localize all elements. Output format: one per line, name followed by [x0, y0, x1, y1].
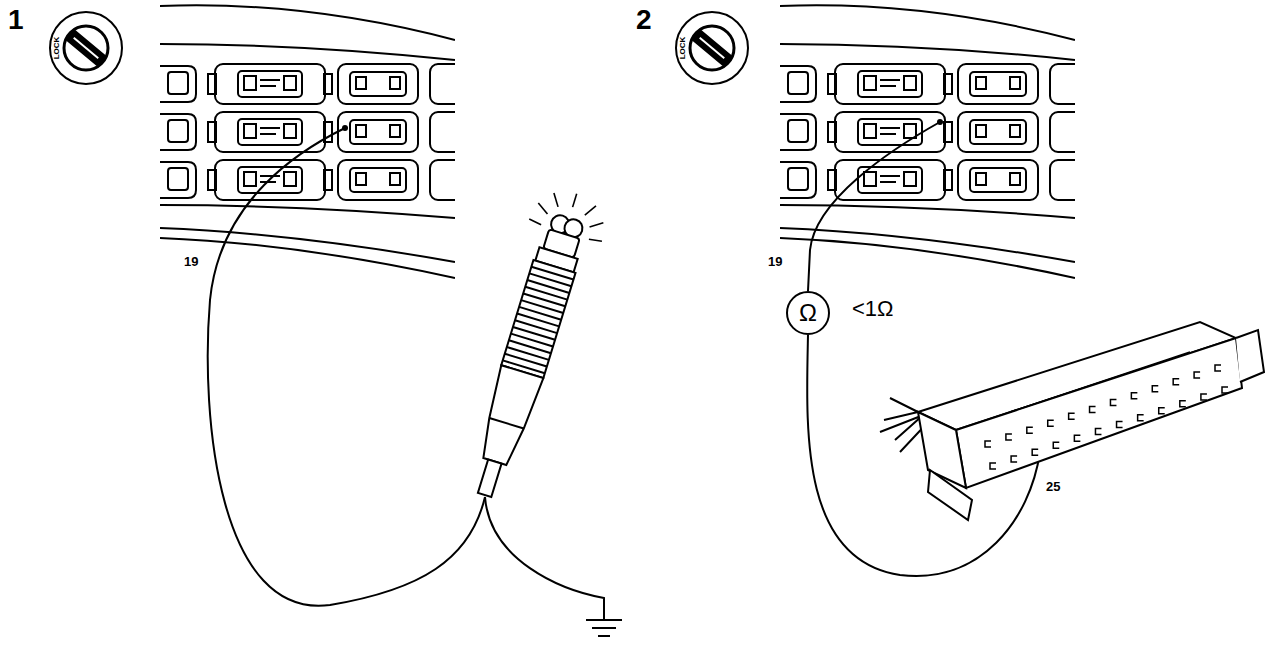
ohmmeter-symbol: Ω	[786, 291, 830, 335]
connector-pin	[1159, 408, 1165, 414]
meter-symbol-text: Ω	[799, 301, 817, 325]
panel-number: 1	[8, 6, 24, 34]
callout-number: 19	[184, 255, 198, 268]
fuse-box	[160, 5, 500, 278]
connector-pin	[1074, 435, 1080, 441]
connector-pin	[1194, 372, 1200, 378]
meter-lead	[808, 122, 940, 291]
ground-symbol	[586, 620, 622, 636]
resistance-value: <1Ω	[852, 298, 894, 320]
connector-pin	[1173, 379, 1179, 385]
connector-pin	[1048, 420, 1054, 426]
multi-pin-connector	[880, 322, 1264, 520]
connector-pin	[1011, 456, 1017, 462]
connector-pin	[1053, 442, 1059, 448]
panel-number: 2	[636, 6, 652, 34]
connector-pin	[1095, 428, 1101, 434]
connector-pin	[1006, 434, 1012, 440]
lock-text: LOCK	[679, 37, 687, 60]
callout-number: 19	[768, 255, 782, 268]
connector-pin	[1069, 413, 1075, 419]
connector-pin	[1090, 406, 1096, 412]
ignition-lock-icon	[676, 12, 748, 84]
connector-pin	[1222, 387, 1228, 393]
lock-text: LOCK	[53, 37, 61, 60]
connector-pin	[1027, 427, 1033, 433]
connector-pin	[1131, 393, 1137, 399]
connector-pin	[1032, 449, 1038, 455]
ignition-lock-icon	[50, 12, 122, 84]
connector-pin	[1180, 401, 1186, 407]
connector-pin	[1117, 422, 1123, 428]
test-wire	[208, 128, 485, 606]
connector-pin	[1152, 386, 1158, 392]
test-lamp	[448, 183, 613, 506]
pin-number: 25	[1046, 480, 1060, 493]
connector-pin	[990, 463, 996, 469]
connector-pin	[985, 441, 991, 447]
ground-wire	[485, 497, 604, 620]
fuse-box	[780, 5, 1120, 278]
connector-pin	[1138, 415, 1144, 421]
connector-pin	[1215, 365, 1221, 371]
connector-pin	[1201, 394, 1207, 400]
connector-pin	[1110, 400, 1116, 406]
